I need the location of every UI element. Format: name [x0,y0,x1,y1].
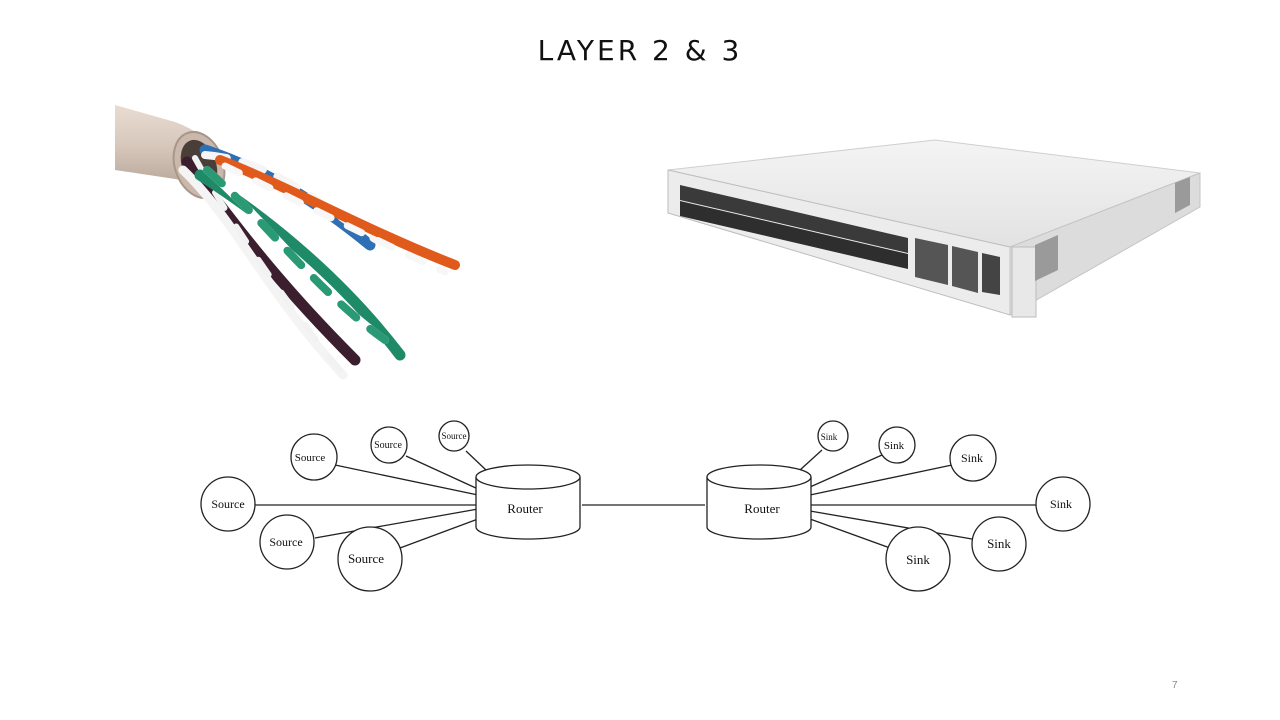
network-switch-image [667,139,1201,318]
source-node-label: Source [442,431,467,441]
sink-node-label: Sink [987,536,1011,551]
slide-title: LAYER 2 & 3 [537,34,743,67]
source-node-label: Source [374,440,402,451]
router-right: Router [706,464,812,540]
sink-node-label: Sink [884,440,905,452]
routing-diagram: Router Router Source Source Source Sourc… [200,420,1091,592]
sink-node-label: Sink [1050,497,1072,511]
sink-node-label: Sink [961,451,983,465]
router-left: Router [475,464,581,540]
sink-node-label: Sink [821,432,838,442]
source-node-label: Source [348,551,384,566]
router-left-label: Router [507,501,543,516]
router-right-label: Router [744,501,780,516]
source-node-label: Source [269,535,302,549]
sink-node-label: Sink [906,552,930,567]
ethernet-cable-image [115,105,460,380]
page-number: 7 [1172,680,1178,691]
source-node-label: Source [211,497,244,511]
source-node-label: Source [295,452,326,464]
